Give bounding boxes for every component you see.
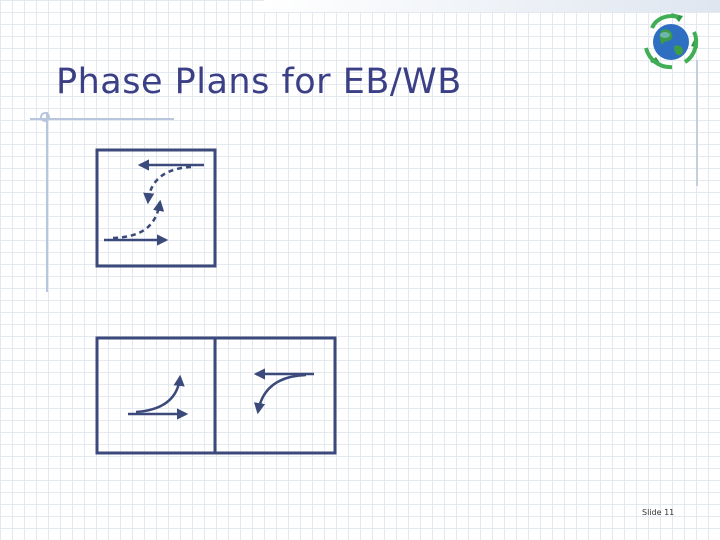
slide-number: Slide 11 [642,508,675,517]
accent-crosshair-circle [40,112,50,122]
top-gradient-band [264,0,720,12]
westbound-left-protected-arrow [253,373,307,415]
eastbound-left-permissive-arrow [112,199,165,240]
accent-crosshair-vertical [46,112,48,292]
right-accent-rule [696,60,698,186]
recycle-arrows [644,13,699,70]
phase-2-box [95,336,217,455]
recycle-globe-icon [644,13,699,70]
phase-1-box [95,148,217,268]
eastbound-left-protected-arrow [135,374,185,414]
slide-title: Phase Plans for EB/WB [56,62,462,102]
phase-3-box [213,336,337,455]
accent-crosshair-horizontal [30,118,174,120]
westbound-left-permissive-arrow [143,165,192,205]
